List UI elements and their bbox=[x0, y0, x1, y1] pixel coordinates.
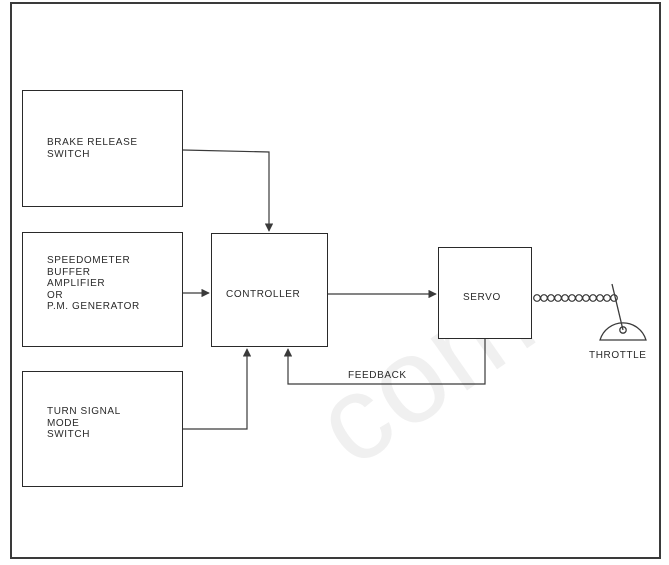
turn-signal-mode-switch-label: TURN SIGNAL MODE SWITCH bbox=[47, 406, 121, 440]
speedometer-label: SPEEDOMETER BUFFER AMPLIFIER OR P.M. GEN… bbox=[47, 255, 140, 312]
controller-block: CONTROLLER bbox=[211, 233, 328, 347]
feedback-line bbox=[283, 339, 486, 385]
speedometer-block: SPEEDOMETER BUFFER AMPLIFIER OR P.M. GEN… bbox=[22, 232, 183, 347]
controller-label: CONTROLLER bbox=[226, 289, 301, 300]
brake-to-controller-line bbox=[182, 149, 274, 232]
throttle-label: THROTTLE bbox=[589, 350, 647, 361]
brake-release-switch-block: BRAKE RELEASE SWITCH bbox=[22, 90, 183, 207]
brake-release-switch-label: BRAKE RELEASE SWITCH bbox=[47, 137, 138, 160]
diagram-frame bbox=[10, 2, 661, 559]
turn-signal-to-controller-line bbox=[183, 348, 252, 430]
servo-block: SERVO bbox=[438, 247, 532, 339]
feedback-label: FEEDBACK bbox=[348, 370, 407, 381]
turn-signal-mode-switch-block: TURN SIGNAL MODE SWITCH bbox=[22, 371, 183, 487]
servo-label: SERVO bbox=[463, 292, 501, 303]
throttle-icon bbox=[599, 283, 647, 341]
throttle-chain bbox=[533, 294, 618, 302]
